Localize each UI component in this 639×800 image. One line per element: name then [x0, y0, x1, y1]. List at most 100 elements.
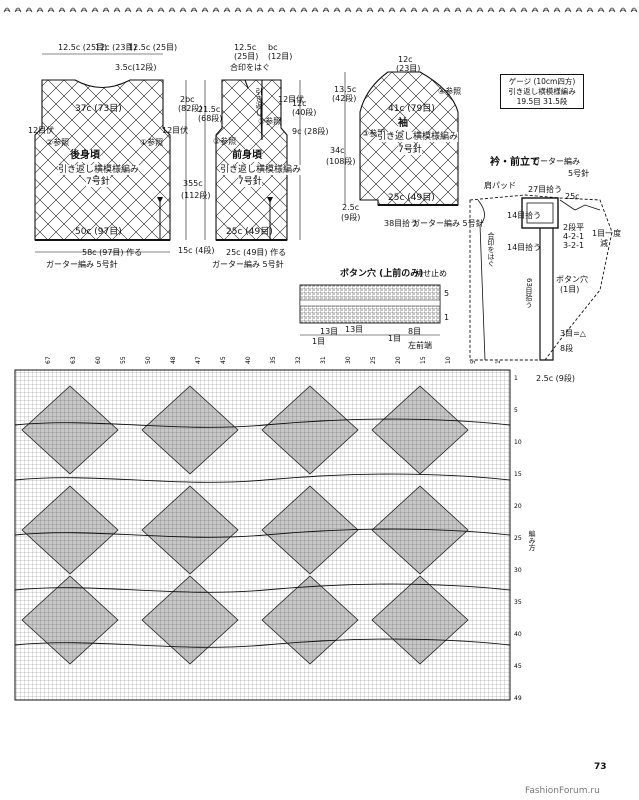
gauge-box: ゲージ (10cm四方) 引き返し横模様編み 19.5目 31.5段	[500, 74, 584, 110]
chart-row-divider	[14, 473, 511, 483]
front-dim-9c: 9c (28段)	[292, 127, 329, 136]
border-ornament	[333, 7, 341, 13]
diamond-motif	[21, 575, 119, 665]
buttonhole-1a: 1目	[312, 337, 326, 346]
chart-column-number: 1	[495, 360, 502, 364]
sleeve-top: 12c	[398, 55, 413, 64]
back-piece-diagram	[34, 53, 171, 253]
border-ornament	[509, 7, 517, 13]
chart-column-number: 48	[170, 356, 177, 364]
decorative-border-pattern	[3, 7, 638, 13]
sleeve-title: 袖	[398, 118, 408, 130]
diamond-motif	[141, 485, 239, 575]
sleeve-pickup: 38目拾う	[384, 219, 419, 228]
border-ornament	[36, 7, 44, 13]
gauge-stitch: 引き返し横模様編み	[508, 86, 576, 96]
diamond-motif	[141, 575, 239, 665]
border-ornament	[223, 7, 231, 13]
back-top-left-dim: 12.5c (25目)	[58, 43, 108, 52]
collar-dim25: 25c	[565, 192, 580, 201]
border-ornament	[190, 7, 198, 13]
border-ornament	[80, 7, 88, 13]
front-top-c: bc	[268, 43, 278, 52]
collar-row14b: 14目拾う	[507, 243, 542, 252]
front-dim-15: 15c (4段)	[178, 246, 215, 255]
front-neck-label: 引き返し	[255, 88, 263, 116]
back-title: 後身頃	[70, 150, 100, 162]
diamond-motif	[371, 575, 469, 665]
collar-step4: 3-2-1	[563, 241, 585, 250]
collar-row14a: 14目拾う	[507, 211, 542, 220]
border-ornament	[179, 7, 187, 13]
border-ornament	[487, 7, 495, 13]
border-ornament	[531, 7, 539, 13]
buttonhole-row1: 1	[444, 313, 450, 322]
back-armhole-right: 12目伏	[162, 126, 189, 135]
front-top-a: 12.5c	[234, 43, 257, 52]
front-dim-2bc: 2bc	[180, 95, 195, 104]
chart-row-mark: 編み方	[528, 530, 536, 551]
sleeve-width-41: 41c (79目)	[388, 104, 435, 114]
buttonhole-bindoff: 伏せ止め	[415, 269, 447, 278]
border-ornament	[355, 7, 363, 13]
chart-column-number: 60	[95, 356, 102, 364]
border-ornament	[564, 7, 572, 13]
collar-band-diagram	[469, 194, 613, 361]
border-ornament	[58, 7, 66, 13]
page-number: 73	[594, 762, 607, 772]
chart-column-number: 55	[120, 356, 127, 364]
collar-pick27: 27目拾う	[528, 185, 563, 194]
border-ornament	[14, 7, 22, 13]
sleeve-length-rows: (108段)	[326, 157, 356, 166]
chart-row-number: 45	[514, 663, 522, 670]
chart-row-number: 15	[514, 471, 522, 478]
chart-row-divider	[14, 528, 511, 538]
front-arm: 12目伏	[278, 95, 305, 104]
back-top-mid-dim: 12c (23目)	[95, 43, 137, 52]
border-ornament	[630, 7, 638, 13]
front-dim-12-rows: (40段)	[292, 108, 317, 117]
border-ornament	[245, 7, 253, 13]
collar-step5: 1目一度	[592, 229, 622, 238]
border-ornament	[399, 7, 407, 13]
front-cast-on: 25c (49目) 作る	[226, 248, 287, 257]
collar-title: 衿・前立て	[490, 157, 540, 168]
diamond-motif	[141, 385, 239, 475]
border-ornament	[366, 7, 374, 13]
border-ornament	[498, 7, 506, 13]
border-ornament	[443, 7, 451, 13]
collar-bottom-dim: 2.5c (9段)	[536, 374, 575, 383]
border-ornament	[454, 7, 462, 13]
border-ornament	[322, 7, 330, 13]
buttonhole-8: 8目	[408, 327, 422, 336]
border-ornament	[113, 7, 121, 13]
diamond-motif	[371, 385, 469, 475]
border-ornament	[465, 7, 473, 13]
sleeve-top-sts: (23目)	[396, 64, 421, 73]
border-ornament	[146, 7, 154, 13]
sleeve-cap-rows: (42段)	[332, 94, 357, 103]
back-armhole-left: 12目伏	[28, 126, 55, 135]
back-needle: 7号針	[86, 177, 110, 188]
sleeve-length: 34c	[330, 146, 345, 155]
chart-column-number: 30	[345, 356, 352, 364]
front-title: 前身頃	[232, 150, 262, 162]
front-dim-355-rows: (112段)	[181, 191, 211, 200]
chart-column-number: 35	[270, 356, 277, 364]
decorative-top-border	[0, 0, 639, 18]
gauge-title: ゲージ (10cm四方)	[508, 77, 576, 86]
chart-column-number: 25	[370, 356, 377, 364]
back-width-50: 50c (97目)	[75, 227, 122, 237]
chart-row-number: 40	[514, 631, 522, 638]
front-dim-12: 12c	[292, 99, 307, 108]
front-dim-215-rows: (68段)	[198, 114, 223, 123]
front-dim-215: 21.5c	[198, 105, 221, 114]
border-ornament	[344, 7, 352, 13]
back-border: ガーター編み 5号針	[46, 260, 118, 269]
buttonhole-chart	[299, 284, 441, 336]
chart-column-number: 63	[70, 356, 77, 364]
diamond-motif	[261, 575, 359, 665]
border-ornament	[388, 7, 396, 13]
sleeve-stitch: 引き返し横模様編み	[377, 132, 459, 143]
